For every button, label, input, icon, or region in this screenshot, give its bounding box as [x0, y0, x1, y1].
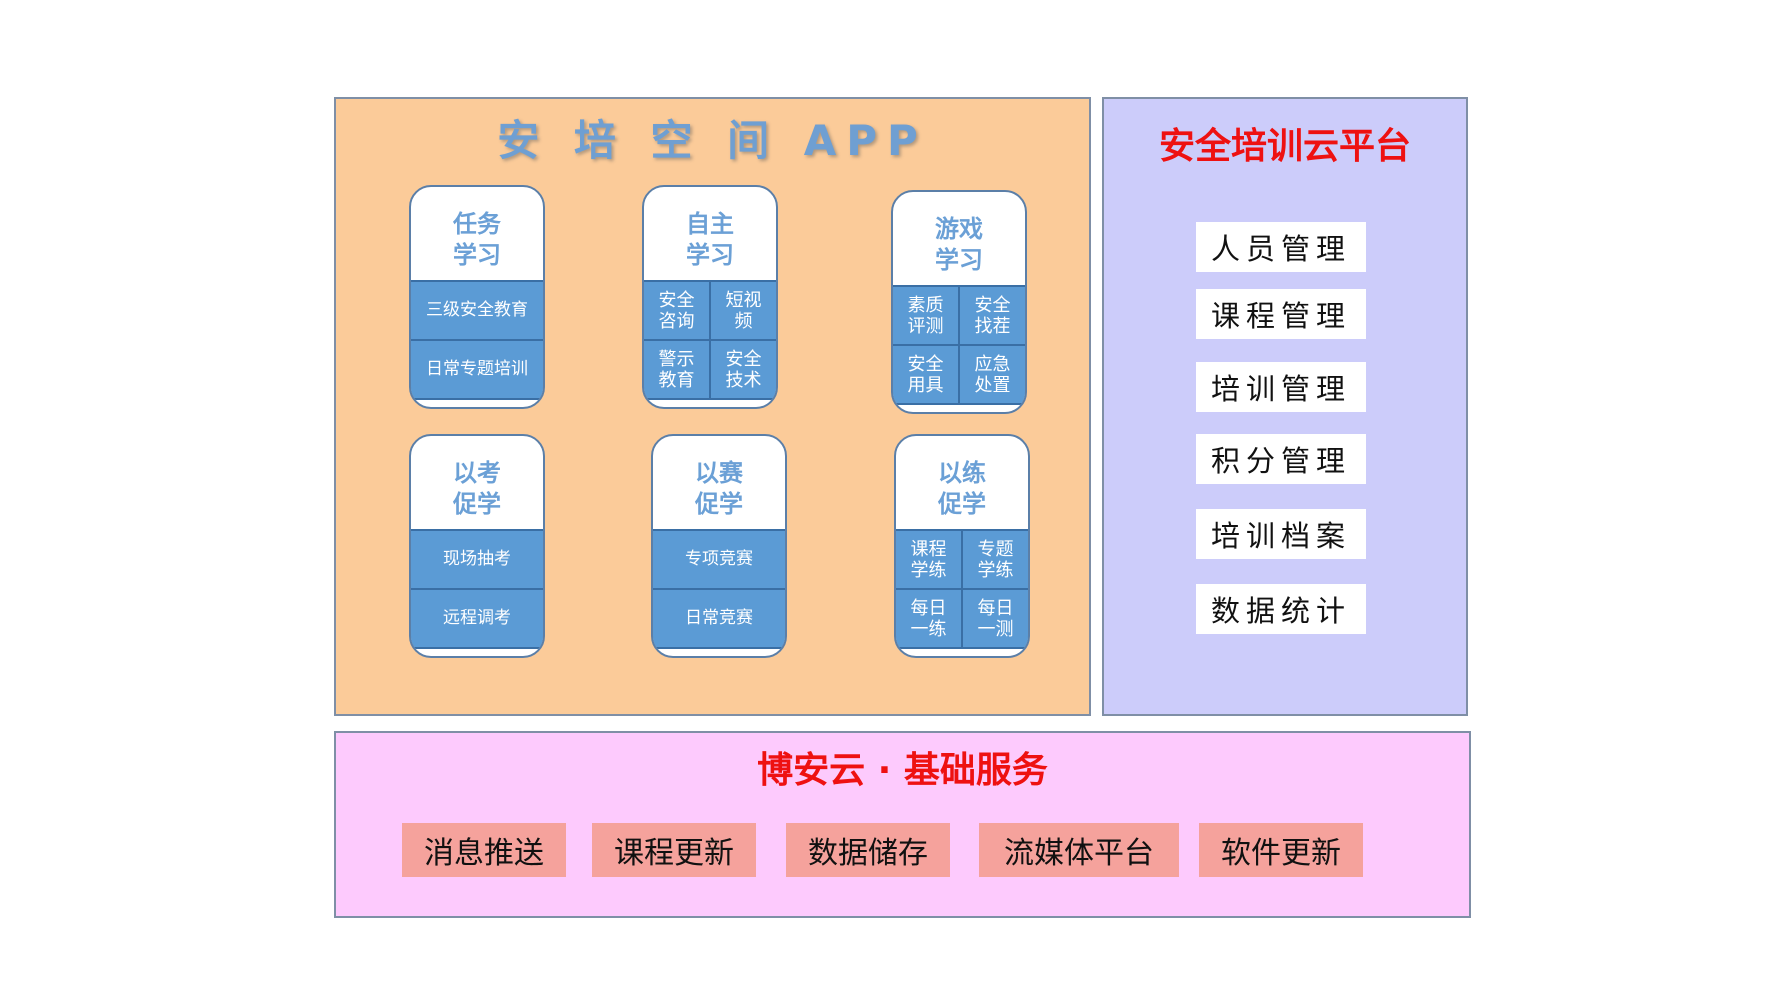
module-item[interactable]: 远程调考: [411, 590, 543, 647]
mgmt-item-archive[interactable]: 培训档案: [1196, 509, 1366, 559]
module-practice-learning[interactable]: 以练 促学 课程 学练 专题 学练 每日 一练 每日 一测: [894, 434, 1030, 658]
module-item[interactable]: 课程 学练: [896, 531, 961, 588]
module-item[interactable]: 现场抽考: [411, 531, 543, 588]
module-title: 任务 学习: [453, 210, 501, 269]
module-title: 游戏 学习: [935, 215, 983, 274]
module-item[interactable]: 短视 频: [711, 282, 776, 339]
service-software-update[interactable]: 软件更新: [1199, 823, 1363, 877]
module-game-learning[interactable]: 游戏 学习 素质 评测 安全 找茬 安全 用具 应急 处置: [891, 190, 1027, 414]
mgmt-item-points[interactable]: 积分管理: [1196, 434, 1366, 484]
module-items: 现场抽考 远程调考: [411, 529, 543, 649]
module-items: 三级安全教育 日常专题培训: [411, 280, 543, 400]
cloud-platform-title: 安全培训云平台: [1158, 126, 1411, 167]
mgmt-item-training[interactable]: 培训管理: [1196, 362, 1366, 412]
module-item[interactable]: 专项竞赛: [653, 531, 785, 588]
mgmt-item-personnel[interactable]: 人员管理: [1196, 222, 1366, 272]
module-title: 以赛 促学: [695, 459, 743, 518]
module-self-learning[interactable]: 自主 学习 安全 咨询 短视 频 警示 教育 安全 技术: [642, 185, 778, 409]
module-item[interactable]: 三级安全教育: [411, 282, 543, 339]
module-item[interactable]: 应急 处置: [960, 346, 1025, 403]
module-item[interactable]: 安全 咨询: [644, 282, 709, 339]
module-items: 安全 咨询 短视 频 警示 教育 安全 技术: [644, 280, 776, 400]
module-items: 课程 学练 专题 学练 每日 一练 每日 一测: [896, 529, 1028, 649]
module-item[interactable]: 安全 技术: [711, 341, 776, 398]
module-title: 以考 促学: [453, 459, 501, 518]
module-title: 以练 促学: [938, 459, 986, 518]
mgmt-item-statistics[interactable]: 数据统计: [1196, 584, 1366, 634]
mgmt-item-course[interactable]: 课程管理: [1196, 289, 1366, 339]
module-exam-learning[interactable]: 以考 促学 现场抽考 远程调考: [409, 434, 545, 658]
module-item[interactable]: 日常竞赛: [653, 590, 785, 647]
module-contest-learning[interactable]: 以赛 促学 专项竞赛 日常竞赛: [651, 434, 787, 658]
module-item[interactable]: 日常专题培训: [411, 341, 543, 398]
module-title: 自主 学习: [686, 210, 734, 269]
module-items: 专项竞赛 日常竞赛: [653, 529, 785, 649]
module-task-learning[interactable]: 任务 学习 三级安全教育 日常专题培训: [409, 185, 545, 409]
service-data-storage[interactable]: 数据储存: [786, 823, 950, 877]
cloud-platform-panel: 安全培训云平台 人员管理 课程管理 培训管理 积分管理 培训档案 数据统计: [1102, 97, 1468, 716]
module-item[interactable]: 警示 教育: [644, 341, 709, 398]
module-item[interactable]: 专题 学练: [963, 531, 1028, 588]
base-services-panel: 博安云 · 基础服务 消息推送 课程更新 数据储存 流媒体平台 软件更新: [334, 731, 1471, 918]
base-services-title: 博安云 · 基础服务: [757, 750, 1048, 791]
module-item[interactable]: 每日 一测: [963, 590, 1028, 647]
app-title: 安 培 空 间 APP: [497, 116, 928, 165]
app-panel: 安 培 空 间 APP 任务 学习 三级安全教育 日常专题培训 自主 学习 安全…: [334, 97, 1091, 716]
module-items: 素质 评测 安全 找茬 安全 用具 应急 处置: [893, 285, 1025, 405]
module-item[interactable]: 素质 评测: [893, 287, 958, 344]
module-item[interactable]: 安全 找茬: [960, 287, 1025, 344]
service-streaming-platform[interactable]: 流媒体平台: [979, 823, 1179, 877]
module-item[interactable]: 安全 用具: [893, 346, 958, 403]
service-message-push[interactable]: 消息推送: [402, 823, 566, 877]
module-item[interactable]: 每日 一练: [896, 590, 961, 647]
service-course-update[interactable]: 课程更新: [592, 823, 756, 877]
